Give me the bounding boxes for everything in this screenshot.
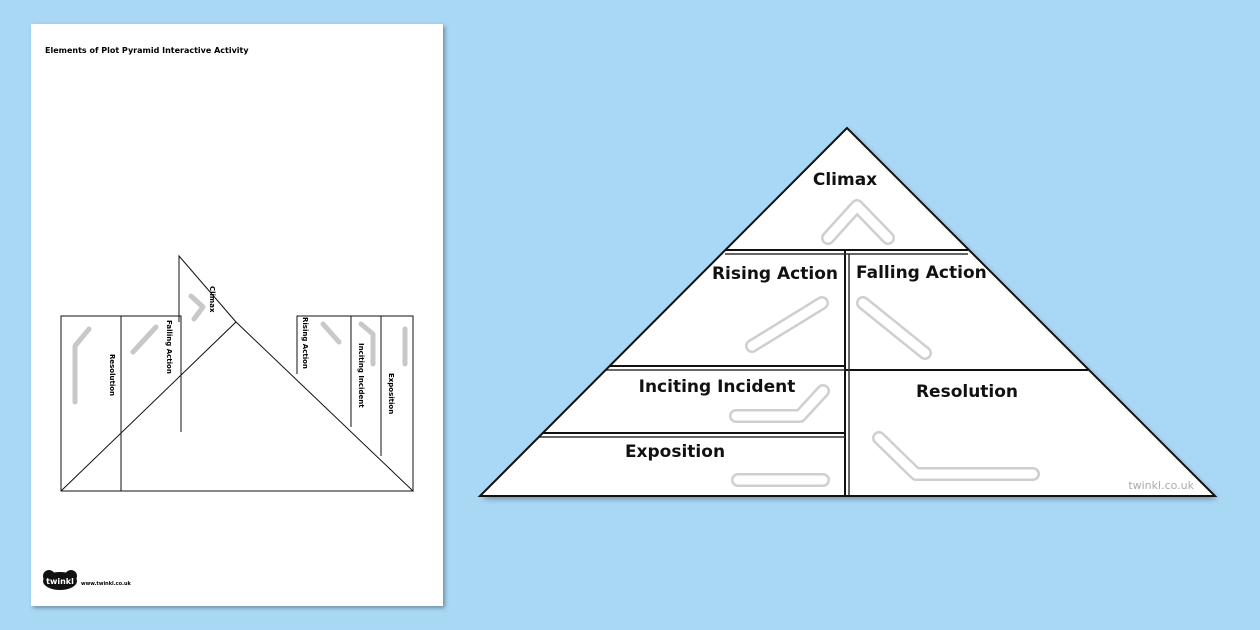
arrow-icon: [130, 324, 159, 355]
net-label-resolution: Resolution: [108, 354, 116, 396]
pyramid-labels: Climax Rising Action Falling Action Inci…: [625, 170, 1018, 462]
net-label-inciting-incident: Inciting Incident: [357, 343, 365, 408]
net-panel-right: [296, 315, 414, 491]
footer-url: www.twinkl.co.uk: [81, 581, 132, 587]
logo-text: twinkl: [46, 577, 74, 586]
pyramid-dividers: [543, 249, 1088, 496]
label-rising-action: Rising Action: [712, 264, 838, 284]
label-falling-action: Falling Action: [856, 263, 987, 283]
net-base-triangle: [60, 321, 415, 492]
arrow-icon: [320, 321, 342, 345]
arrow-icon: [72, 326, 92, 405]
net-arrow-marks: [72, 293, 408, 405]
net-label-rising-action: Rising Action: [301, 317, 309, 369]
watermark: twinkl.co.uk: [1128, 479, 1194, 492]
label-resolution: Resolution: [916, 382, 1018, 402]
twinkl-logo: twinkl: [43, 570, 77, 590]
worksheet-title: Elements of Plot Pyramid Interactive Act…: [45, 46, 249, 55]
label-exposition: Exposition: [625, 442, 725, 462]
worksheet-page: Elements of Plot Pyramid Interactive Act…: [31, 24, 443, 606]
net-labels: Resolution Falling Action Climax Rising …: [108, 286, 395, 414]
pyramid-net: Resolution Falling Action Climax Rising …: [43, 254, 415, 590]
arrow-icon: [358, 321, 376, 367]
net-panel-climax: [178, 254, 237, 323]
label-inciting-incident: Inciting Incident: [639, 377, 796, 397]
pyramid-shape: [480, 128, 1215, 496]
net-panel-falling-action: [121, 315, 182, 432]
net-label-climax: Climax: [208, 286, 216, 313]
net-label-exposition: Exposition: [387, 373, 395, 414]
net-outline: [60, 254, 415, 492]
arrow-icon: [188, 293, 206, 322]
net-label-falling-action: Falling Action: [165, 320, 173, 374]
label-climax: Climax: [813, 170, 877, 190]
